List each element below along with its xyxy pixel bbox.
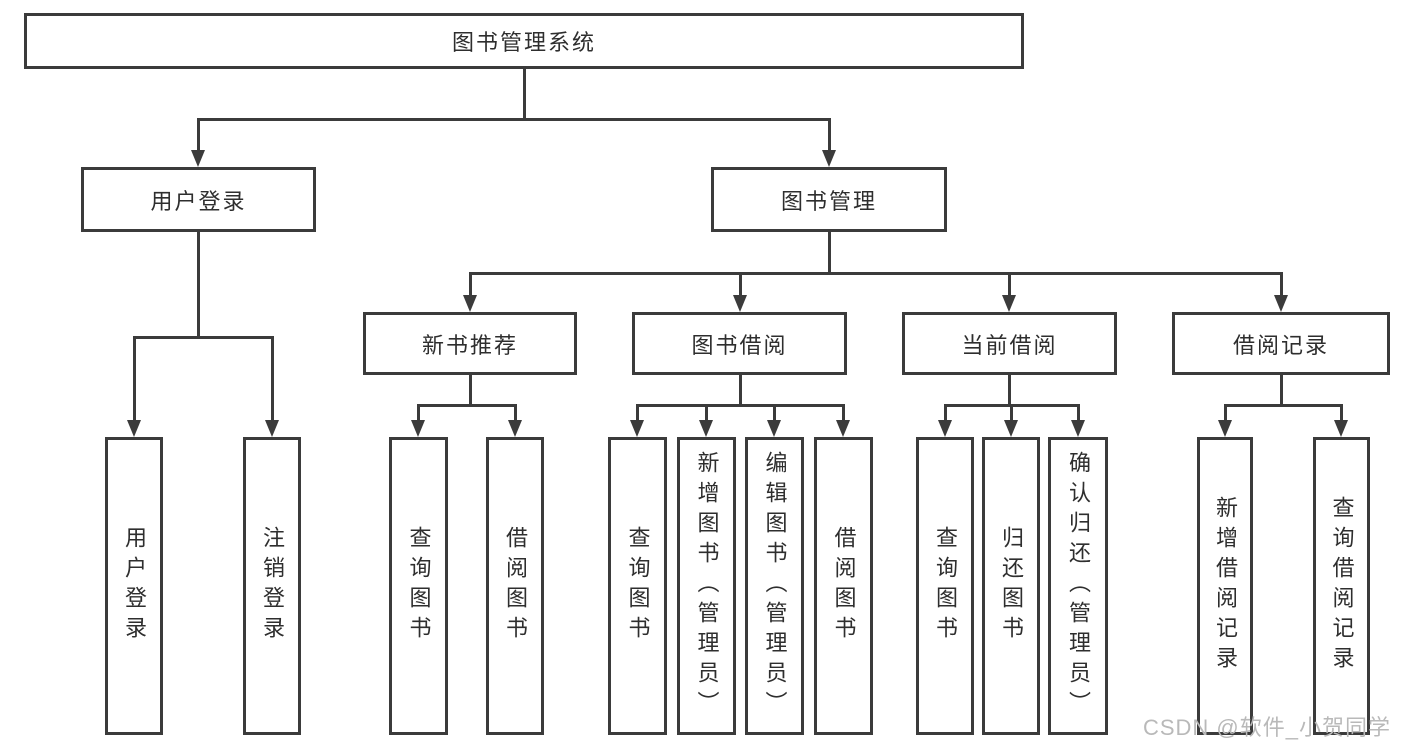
node-leaf-br-query-record: 查询借阅记录 xyxy=(1313,437,1370,735)
arrowhead-user-login xyxy=(191,150,205,167)
node-leaf-user-login: 用户登录 xyxy=(105,437,163,735)
connector-group-records-branch xyxy=(1223,404,1342,407)
node-leaf-cb-confirm-return-label: 确认归还（管理员） xyxy=(1066,451,1091,721)
arrowhead-cb-return xyxy=(1004,420,1018,437)
connector-level3-branch xyxy=(468,272,1283,275)
connector-group-new-book-drop xyxy=(468,375,472,404)
arrowhead-bb-edit xyxy=(767,420,781,437)
connector-stem-nb-query xyxy=(416,404,420,422)
connector-root-drop xyxy=(522,69,526,118)
connector-stem-new-book xyxy=(468,272,472,297)
node-current-borrowing: 当前借阅 xyxy=(902,312,1117,375)
node-book-management: 图书管理 xyxy=(711,167,947,232)
node-leaf-bb-borrow-books: 借阅图书 xyxy=(814,437,873,735)
node-root: 图书管理系统 xyxy=(24,13,1024,69)
node-book-borrowing: 图书借阅 xyxy=(632,312,847,375)
connector-stem-book-management xyxy=(827,118,831,152)
connector-stem-logout-leaf xyxy=(270,336,274,422)
node-current-borrowing-label: 当前借阅 xyxy=(961,332,1058,358)
node-leaf-logout-label: 注销登录 xyxy=(260,526,285,646)
node-new-book-recommend: 新书推荐 xyxy=(363,312,577,375)
node-user-login-label: 用户登录 xyxy=(150,188,247,214)
connector-stem-nb-borrow xyxy=(513,404,517,422)
arrowhead-br-query xyxy=(1334,420,1348,437)
connector-stem-login-leaf xyxy=(132,336,136,422)
node-new-book-recommend-label: 新书推荐 xyxy=(421,332,518,358)
connector-user-login-drop xyxy=(196,232,200,336)
connector-book-management-drop xyxy=(827,232,831,272)
connector-group-current-drop xyxy=(1007,375,1011,404)
arrowhead-nb-borrow xyxy=(508,420,522,437)
arrowhead-login-leaf xyxy=(127,420,141,437)
node-leaf-nb-borrow-books: 借阅图书 xyxy=(486,437,544,735)
arrowhead-logout-leaf xyxy=(265,420,279,437)
connector-stem-book-borrowing xyxy=(738,272,742,297)
connector-group-records-drop xyxy=(1279,375,1283,404)
arrowhead-new-book xyxy=(463,295,477,312)
connector-stem-bb-edit xyxy=(772,404,776,422)
watermark: CSDN @软件_小贺同学 xyxy=(1142,715,1391,740)
connector-stem-cb-return xyxy=(1009,404,1013,422)
connector-stem-br-query xyxy=(1339,404,1343,422)
connector-stem-bb-add xyxy=(704,404,708,422)
node-leaf-br-query-record-label: 查询借阅记录 xyxy=(1329,496,1355,676)
node-leaf-br-add-record: 新增借阅记录 xyxy=(1197,437,1253,735)
arrowhead-cb-confirm xyxy=(1071,420,1085,437)
node-borrowing-records: 借阅记录 xyxy=(1172,312,1390,375)
arrowhead-bb-query xyxy=(630,420,644,437)
node-leaf-bb-add-books-label: 新增图书（管理员） xyxy=(694,451,720,721)
connector-stem-bb-query xyxy=(635,404,639,422)
node-borrowing-records-label: 借阅记录 xyxy=(1232,332,1329,358)
node-root-label: 图书管理系统 xyxy=(451,30,596,55)
node-leaf-nb-query-books: 查询图书 xyxy=(389,437,448,735)
connector-group-borrowing-drop xyxy=(738,375,742,404)
node-leaf-cb-query-books-label: 查询图书 xyxy=(933,526,958,646)
connector-group-borrowing-branch xyxy=(635,404,843,407)
node-book-management-label: 图书管理 xyxy=(780,188,877,214)
node-leaf-bb-edit-books-label: 编辑图书（管理员） xyxy=(762,451,788,721)
connector-group-new-book-branch xyxy=(416,404,517,407)
node-book-borrowing-label: 图书借阅 xyxy=(691,332,788,358)
node-user-login: 用户登录 xyxy=(81,167,316,232)
node-leaf-cb-confirm-return: 确认归还（管理员） xyxy=(1048,437,1108,735)
node-leaf-bb-borrow-books-label: 借阅图书 xyxy=(831,526,857,646)
node-leaf-bb-edit-books: 编辑图书（管理员） xyxy=(745,437,804,735)
arrowhead-book-borrowing xyxy=(733,295,747,312)
arrowhead-nb-query xyxy=(411,420,425,437)
connector-stem-borrowing-records xyxy=(1279,272,1283,297)
arrowhead-cb-query xyxy=(938,420,952,437)
node-leaf-br-add-record-label: 新增借阅记录 xyxy=(1213,496,1238,676)
node-leaf-user-login-label: 用户登录 xyxy=(122,526,147,646)
connector-stem-br-add xyxy=(1223,404,1227,422)
node-leaf-nb-borrow-books-label: 借阅图书 xyxy=(503,526,528,646)
connector-root-branch xyxy=(196,118,831,121)
node-leaf-cb-return-books-label: 归还图书 xyxy=(999,526,1024,646)
arrowhead-book-management xyxy=(822,150,836,167)
node-leaf-cb-return-books: 归还图书 xyxy=(982,437,1040,735)
node-leaf-bb-query-books: 查询图书 xyxy=(608,437,667,735)
connector-user-login-branch xyxy=(132,336,274,339)
arrowhead-borrowing-records xyxy=(1274,295,1288,312)
node-leaf-bb-add-books: 新增图书（管理员） xyxy=(677,437,736,735)
arrowhead-current-borrowing xyxy=(1002,295,1016,312)
arrowhead-br-add xyxy=(1218,420,1232,437)
node-leaf-nb-query-books-label: 查询图书 xyxy=(406,526,432,646)
connector-stem-bb-borrow xyxy=(841,404,845,422)
arrowhead-bb-borrow xyxy=(836,420,850,437)
node-leaf-bb-query-books-label: 查询图书 xyxy=(625,526,651,646)
connector-stem-cb-confirm xyxy=(1076,404,1080,422)
connector-stem-cb-query xyxy=(943,404,947,422)
connector-stem-current-borrowing xyxy=(1007,272,1011,297)
arrowhead-bb-add xyxy=(699,420,713,437)
connector-stem-user-login xyxy=(196,118,200,152)
node-leaf-cb-query-books: 查询图书 xyxy=(916,437,974,735)
node-leaf-logout: 注销登录 xyxy=(243,437,301,735)
